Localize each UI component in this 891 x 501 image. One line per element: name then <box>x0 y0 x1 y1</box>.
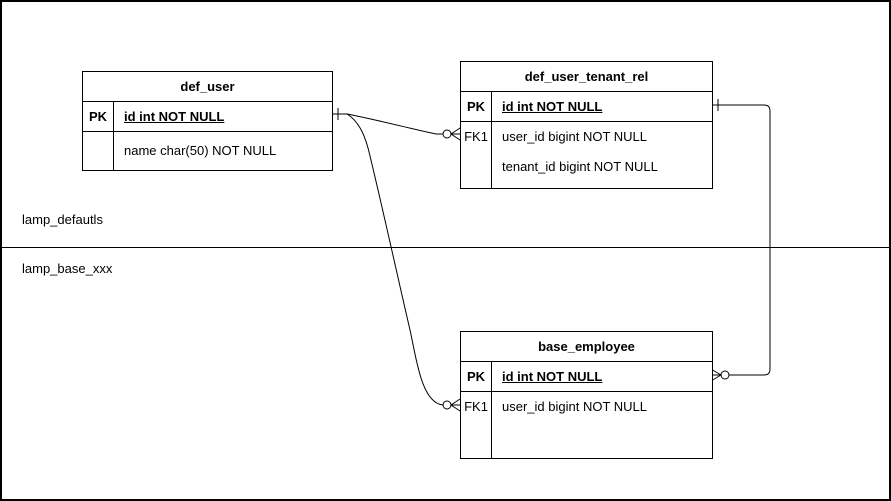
zero-cardinality-circle <box>442 129 452 139</box>
pk-row: PK id int NOT NULL <box>461 362 712 392</box>
relation-def-user-tenant-rel-to-base-employee[interactable] <box>710 99 771 382</box>
relation-edge <box>331 113 443 135</box>
column-def: id int NOT NULL <box>124 109 225 124</box>
column-def: user_id bigint NOT NULL <box>502 399 647 414</box>
zone-label-lamp-base-xxx: lamp_base_xxx <box>22 261 113 276</box>
column-def: id int NOT NULL <box>502 369 603 384</box>
body-row: FK1 user_id bigint NOT NULL <box>461 392 712 458</box>
pk-badge: PK <box>83 102 114 131</box>
column-def: tenant_id bigint NOT NULL <box>502 159 658 174</box>
zero-cardinality-circle <box>720 370 730 380</box>
pk-badge: PK <box>461 92 492 121</box>
column-def: id int NOT NULL <box>502 99 603 114</box>
pk-row: PK id int NOT NULL <box>83 102 332 132</box>
entity-base-employee[interactable]: base_employee PK id int NOT NULL FK1 use… <box>460 331 713 459</box>
key-column: FK1 <box>461 122 492 188</box>
pk-badge: PK <box>461 362 492 391</box>
key-column: FK1 <box>461 392 492 458</box>
many-crowfoot <box>450 127 461 141</box>
many-crowfoot <box>450 398 461 412</box>
value-column: user_id bigint NOT NULL <box>492 392 712 458</box>
zone-label-lamp-defautls: lamp_defautls <box>22 212 103 227</box>
column-def: user_id bigint NOT NULL <box>502 129 647 144</box>
column-def: name char(50) NOT NULL <box>124 143 277 158</box>
zone-divider <box>0 247 891 248</box>
body-row: FK1 user_id bigint NOT NULL tenant_id bi… <box>461 122 712 188</box>
relation-def-user-to-def-user-tenant-rel[interactable] <box>331 108 461 141</box>
entity-title: def_user <box>83 72 332 102</box>
key-badge <box>461 152 491 182</box>
key-badge <box>83 132 114 170</box>
fk-badge: FK1 <box>464 399 488 414</box>
entity-title: def_user_tenant_rel <box>461 62 712 92</box>
body-row: name char(50) NOT NULL <box>83 132 332 170</box>
entity-def-user-tenant-rel[interactable]: def_user_tenant_rel PK id int NOT NULL F… <box>460 61 713 189</box>
value-column: user_id bigint NOT NULL tenant_id bigint… <box>492 122 712 188</box>
fk-badge: FK1 <box>464 129 488 144</box>
pk-row: PK id int NOT NULL <box>461 92 712 122</box>
entity-def-user[interactable]: def_user PK id int NOT NULL name char(50… <box>82 71 333 171</box>
relation-def-user-to-base-employee[interactable] <box>346 113 461 412</box>
relation-edge <box>346 113 444 406</box>
entity-title: base_employee <box>461 332 712 362</box>
relation-edge <box>711 104 771 376</box>
zero-cardinality-circle <box>442 400 452 410</box>
